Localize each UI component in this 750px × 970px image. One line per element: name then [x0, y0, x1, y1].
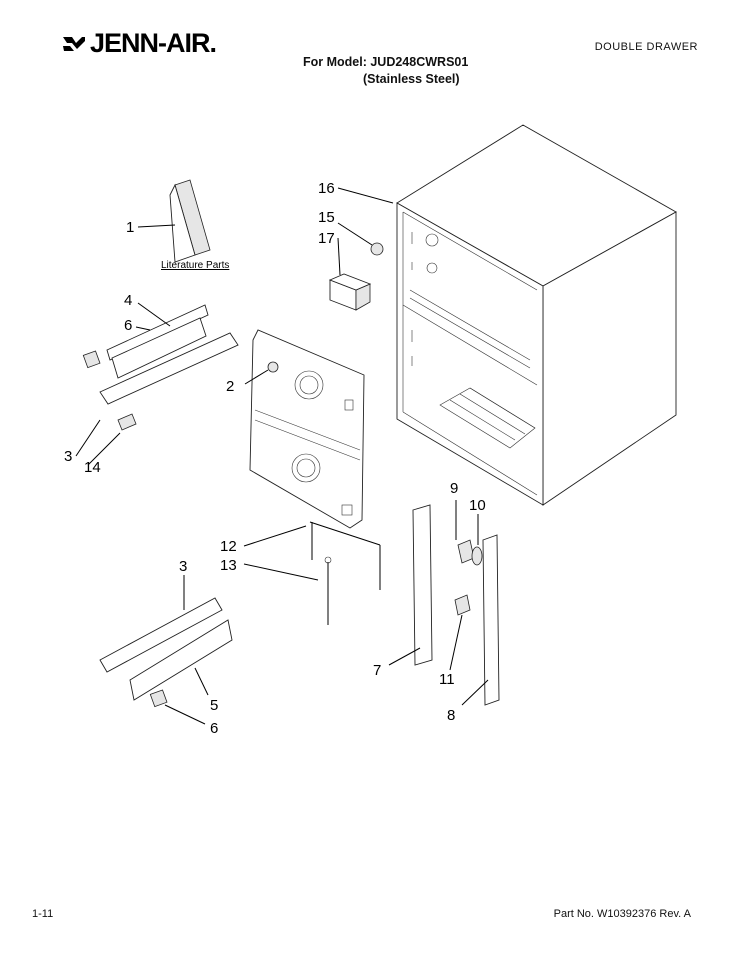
callout-16: 16	[318, 180, 335, 197]
brand-logo: JENN-AIR.	[62, 28, 217, 58]
page-number: 1-11	[32, 908, 54, 920]
callout-5: 5	[210, 697, 218, 714]
lower-slide-part	[99, 597, 233, 708]
upper-slide-part	[82, 304, 239, 431]
callout-13: 13	[220, 557, 237, 574]
part-number: Part No. W10392376 Rev. A	[553, 908, 691, 920]
callout-14: 14	[84, 459, 101, 476]
section-title: DOUBLE DRAWER	[594, 41, 698, 53]
brand-name: JENN-AIR.	[90, 28, 217, 58]
callout-9: 9	[450, 480, 458, 497]
callout-10: 10	[469, 497, 486, 514]
callout-3-lower: 3	[179, 558, 187, 575]
callout-11: 11	[439, 671, 455, 688]
literature-label: Literature Parts	[161, 260, 229, 271]
rail-parts	[412, 504, 500, 706]
jenn-air-logo-icon	[63, 36, 85, 51]
callout-17: 17	[318, 230, 335, 247]
block-part	[328, 273, 372, 311]
callout-2: 2	[226, 378, 234, 395]
callout-6-lower: 6	[210, 720, 218, 737]
callout-15: 15	[318, 209, 335, 226]
callout-4: 4	[124, 292, 132, 309]
rod-parts	[309, 521, 381, 625]
callout-8: 8	[447, 707, 455, 724]
grommet-part	[370, 242, 384, 256]
cabinet-part	[396, 124, 677, 506]
model-number: For Model: JUD248CWRS01	[303, 55, 469, 69]
callout-3-upper: 3	[64, 448, 72, 465]
callout-1: 1	[126, 219, 134, 236]
leader-lines	[75, 187, 489, 725]
callout-numbers: 1 2 3 3 4 5 6 6 7 8 9 10 11 12 13 14 15 …	[64, 180, 486, 737]
screw-part	[267, 361, 279, 373]
callout-12: 12	[220, 538, 237, 555]
callout-7: 7	[373, 662, 381, 679]
callout-6-upper: 6	[124, 317, 132, 334]
literature-part	[169, 179, 211, 263]
model-variant: (Stainless Steel)	[363, 72, 460, 86]
back-panel-part	[249, 329, 365, 529]
